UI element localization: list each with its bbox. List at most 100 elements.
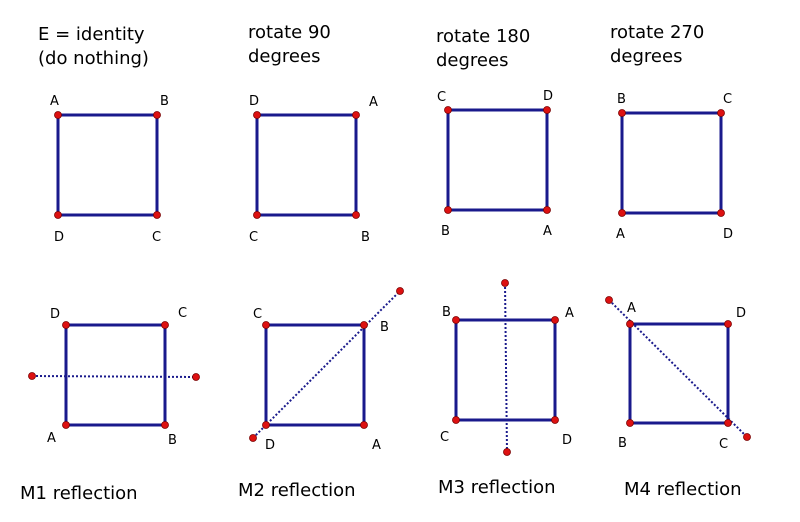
- vertex-label: A: [616, 227, 625, 242]
- vertex-dot: [62, 321, 70, 329]
- square: [255, 113, 358, 217]
- vertex-dot: [153, 111, 161, 119]
- panel-rotate-180: rotate 180 degrees C D A B: [436, 26, 553, 239]
- axis-endpoint-dot: [192, 373, 200, 381]
- square: [620, 111, 723, 215]
- vertex-label: D: [543, 89, 553, 104]
- vertex-label: D: [265, 438, 275, 453]
- vertex-label: C: [723, 92, 732, 107]
- axis-endpoint-dot: [28, 372, 36, 380]
- caption-line: rotate 180: [436, 26, 530, 47]
- vertex-dot: [253, 111, 261, 119]
- vertex-dot: [352, 211, 360, 219]
- reflection-axis: [252, 290, 401, 439]
- panel-rotate-90: rotate 90 degrees D A B C: [248, 22, 378, 245]
- caption-line: degrees: [436, 50, 508, 71]
- vertex-dot: [626, 419, 634, 427]
- vertex-dot: [62, 421, 70, 429]
- vertex-label: A: [627, 301, 636, 316]
- vertex-dot: [54, 111, 62, 119]
- vertex-label: A: [565, 306, 574, 321]
- vertex-dot: [626, 320, 634, 328]
- square: [628, 322, 730, 425]
- reflection-axis: [31, 375, 197, 378]
- vertex-label: D: [736, 306, 746, 321]
- vertex-dot: [724, 419, 732, 427]
- square: [446, 108, 549, 212]
- vertex-label: D: [723, 227, 733, 242]
- vertex-label: A: [543, 224, 552, 239]
- vertex-label: B: [441, 224, 450, 239]
- caption-line: M4 reflection: [624, 479, 742, 500]
- vertex-label: D: [562, 433, 572, 448]
- vertex-label: A: [369, 95, 378, 110]
- caption-line: M2 reflection: [238, 480, 356, 501]
- vertex-label: C: [178, 306, 187, 321]
- vertex-dot: [360, 421, 368, 429]
- panel-m4-reflection: A D C B M4 reflection: [605, 296, 751, 500]
- vertex-dot: [717, 109, 725, 117]
- vertex-dot: [551, 316, 559, 324]
- vertex-dot: [452, 316, 460, 324]
- vertex-label: C: [249, 230, 258, 245]
- square: [56, 113, 159, 217]
- vertex-dot: [153, 211, 161, 219]
- panel-m1-reflection: D C B A M1 reflection: [20, 306, 200, 504]
- vertex-label: A: [47, 431, 56, 446]
- vertex-dot: [253, 211, 261, 219]
- vertex-dot: [543, 206, 551, 214]
- vertex-dot: [444, 106, 452, 114]
- square: [264, 323, 366, 427]
- vertex-dot: [161, 421, 169, 429]
- caption-line: M1 reflection: [20, 483, 138, 504]
- axis-endpoint-dot: [249, 434, 257, 442]
- vertex-dot: [717, 209, 725, 217]
- vertex-dot: [452, 416, 460, 424]
- vertex-label: B: [361, 230, 370, 245]
- vertex-label: C: [719, 437, 728, 452]
- caption-line: rotate 90: [248, 22, 331, 43]
- vertex-label: C: [437, 90, 446, 105]
- panel-m3-reflection: B A D C M3 reflection: [438, 279, 574, 498]
- vertex-dot: [352, 111, 360, 119]
- vertex-label: D: [54, 230, 64, 245]
- vertex-label: D: [50, 307, 60, 322]
- vertex-dot: [262, 321, 270, 329]
- vertex-dot: [161, 321, 169, 329]
- vertex-dot: [262, 421, 270, 429]
- vertex-dot: [54, 211, 62, 219]
- caption-line: degrees: [610, 46, 682, 67]
- panel-identity: E = identity (do nothing) A B C D: [38, 24, 169, 245]
- vertex-label: B: [617, 92, 626, 107]
- vertex-label: B: [380, 320, 389, 335]
- vertex-label: D: [249, 94, 259, 109]
- vertex-label: B: [168, 433, 177, 448]
- axis-endpoint-dot: [501, 279, 509, 287]
- vertex-label: C: [152, 230, 161, 245]
- vertex-dot: [360, 321, 368, 329]
- vertex-dot: [618, 109, 626, 117]
- axis-endpoint-dot: [396, 287, 404, 295]
- vertex-label: B: [442, 305, 451, 320]
- square: [64, 323, 167, 427]
- vertex-label: B: [618, 436, 627, 451]
- panel-m2-reflection: C B A D M2 reflection: [238, 287, 404, 501]
- caption-line: rotate 270: [610, 22, 704, 43]
- vertex-dot: [444, 206, 452, 214]
- vertex-label: A: [372, 438, 381, 453]
- vertex-dot: [618, 209, 626, 217]
- caption-line: (do nothing): [38, 48, 149, 69]
- vertex-label: C: [440, 430, 449, 445]
- vertex-dot: [543, 106, 551, 114]
- vertex-dot: [551, 416, 559, 424]
- caption-line: M3 reflection: [438, 477, 556, 498]
- reflection-axis: [504, 282, 508, 453]
- vertex-dot: [724, 320, 732, 328]
- caption-line: E = identity: [38, 24, 145, 45]
- axis-endpoint-dot: [605, 296, 613, 304]
- axis-endpoint-dot: [743, 433, 751, 441]
- vertex-label: B: [160, 94, 169, 109]
- vertex-label: A: [50, 94, 59, 109]
- caption-line: degrees: [248, 46, 320, 67]
